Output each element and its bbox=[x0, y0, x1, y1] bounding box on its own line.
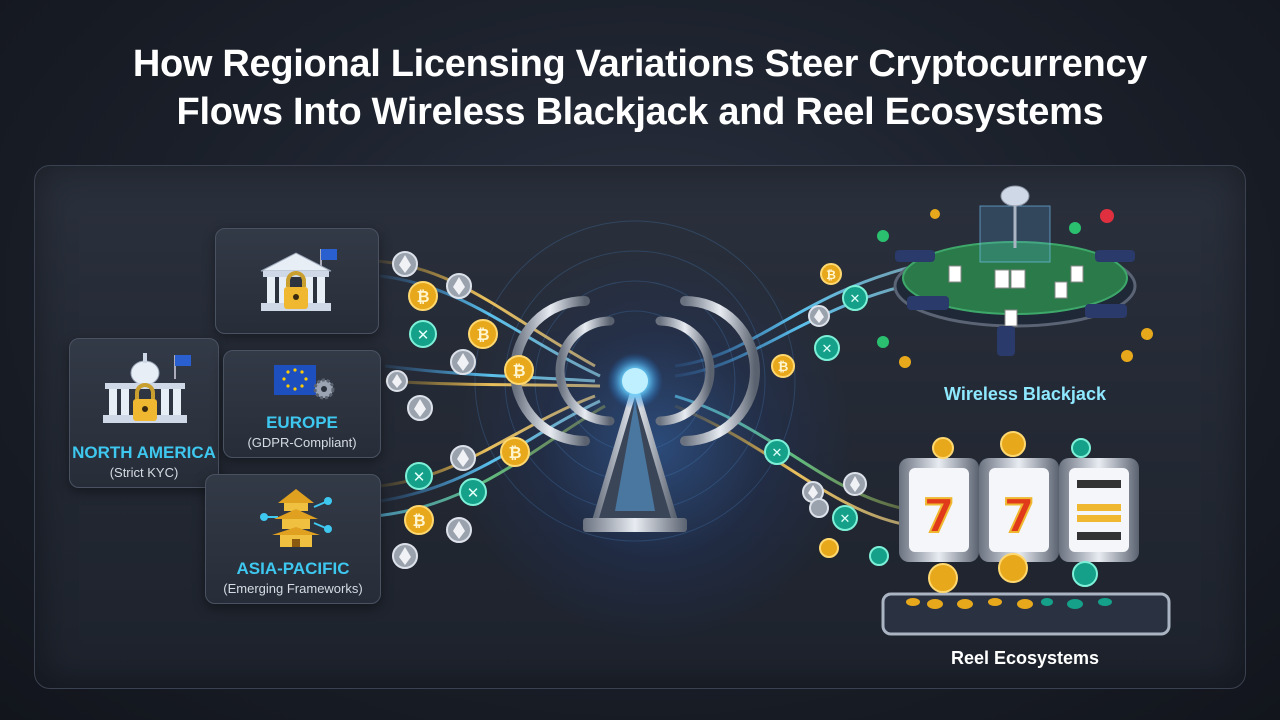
destination-label-blackjack: Wireless Blackjack bbox=[944, 384, 1106, 404]
svg-text:✕: ✕ bbox=[772, 446, 783, 461]
ripple-coin: ✕ bbox=[459, 478, 487, 506]
ethereum-coin bbox=[450, 445, 476, 471]
svg-text:₿: ₿ bbox=[416, 287, 429, 306]
region-sub-asia-pacific: (Emerging Frameworks) bbox=[223, 581, 363, 596]
ripple-coin: ✕ bbox=[764, 439, 790, 465]
destination-label-reels: Reel Ecosystems bbox=[950, 648, 1100, 668]
bitcoin-coin bbox=[819, 538, 839, 558]
title-line-1: How Regional Licensing Variations Steer … bbox=[132, 43, 1148, 85]
ethereum-coin bbox=[446, 517, 472, 543]
bitcoin-coin: ₿ bbox=[820, 263, 842, 285]
svg-text:₿: ₿ bbox=[412, 511, 425, 530]
svg-text:₿: ₿ bbox=[778, 360, 789, 375]
capitol-lock-icon bbox=[103, 353, 191, 423]
bitcoin-coin: ₿ bbox=[404, 505, 434, 535]
region-card-generic bbox=[215, 228, 379, 334]
ethereum-coin bbox=[809, 498, 829, 518]
svg-text:✕: ✕ bbox=[840, 512, 851, 527]
bitcoin-coin: ₿ bbox=[504, 355, 534, 385]
ripple-coin: ✕ bbox=[842, 285, 868, 311]
title-line-2: Flows Into Wireless Blackjack and Reel E… bbox=[176, 91, 1104, 133]
ethereum-coin bbox=[843, 472, 867, 496]
svg-text:7: 7 bbox=[1003, 489, 1035, 543]
region-sub-europe: (GDPR-Compliant) bbox=[247, 435, 357, 450]
page-title: How Regional Licensing Variations Steer … bbox=[0, 40, 1280, 136]
ethereum-coin bbox=[446, 273, 472, 299]
diagram-panel: NORTH AMERICA (Strict KYC) EUROPE (GDPR-… bbox=[34, 165, 1246, 689]
svg-text:₿: ₿ bbox=[476, 325, 489, 344]
pagoda-network-icon bbox=[260, 489, 332, 547]
ethereum-coin bbox=[392, 251, 418, 277]
region-card-asia-pacific: ASIA-PACIFIC (Emerging Frameworks) bbox=[205, 474, 381, 604]
ethereum-coin bbox=[450, 349, 476, 375]
svg-text:✕: ✕ bbox=[417, 326, 430, 344]
eu-flag-gear-icon bbox=[274, 365, 335, 400]
svg-text:✕: ✕ bbox=[850, 292, 861, 307]
coin-layer: ₿ ✕ ₿ ₿ ₿ ✕ ✕ ₿ ₿ ✕ ✕ ₿ ✕ ✕ bbox=[386, 185, 1171, 636]
ripple-coin: ✕ bbox=[832, 505, 858, 531]
slot-machine-illustration: 7 7 bbox=[881, 431, 1171, 636]
ripple-coin: ✕ bbox=[409, 320, 437, 348]
svg-text:✕: ✕ bbox=[467, 484, 480, 502]
bitcoin-coin: ₿ bbox=[468, 319, 498, 349]
region-label-asia-pacific: ASIA-PACIFIC bbox=[236, 559, 350, 578]
svg-text:✕: ✕ bbox=[413, 468, 426, 486]
svg-text:7: 7 bbox=[923, 489, 955, 543]
bitcoin-coin: ₿ bbox=[771, 354, 795, 378]
ethereum-coin bbox=[407, 395, 433, 421]
ethereum-coin bbox=[386, 370, 408, 392]
svg-text:₿: ₿ bbox=[512, 361, 525, 380]
region-card-north-america: NORTH AMERICA (Strict KYC) bbox=[69, 338, 219, 488]
blackjack-table-illustration bbox=[877, 185, 1153, 368]
ripple-coin bbox=[869, 546, 889, 566]
wireless-tower bbox=[510, 296, 760, 532]
bitcoin-coin: ₿ bbox=[500, 437, 530, 467]
ethereum-coin bbox=[392, 543, 418, 569]
region-label-north-america: NORTH AMERICA bbox=[72, 443, 216, 462]
ethereum-coin bbox=[808, 305, 830, 327]
outbound-streams bbox=[674, 264, 926, 528]
ripple-coin: ✕ bbox=[405, 462, 433, 490]
region-card-europe: EUROPE (GDPR-Compliant) bbox=[223, 350, 381, 458]
svg-text:✕: ✕ bbox=[822, 342, 833, 357]
svg-text:₿: ₿ bbox=[508, 443, 521, 462]
ripple-coin: ✕ bbox=[814, 335, 840, 361]
bank-lock-icon bbox=[260, 249, 337, 311]
svg-text:₿: ₿ bbox=[826, 268, 836, 282]
region-sub-north-america: (Strict KYC) bbox=[109, 465, 179, 480]
bitcoin-coin: ₿ bbox=[408, 281, 438, 311]
region-label-europe: EUROPE bbox=[266, 413, 338, 432]
